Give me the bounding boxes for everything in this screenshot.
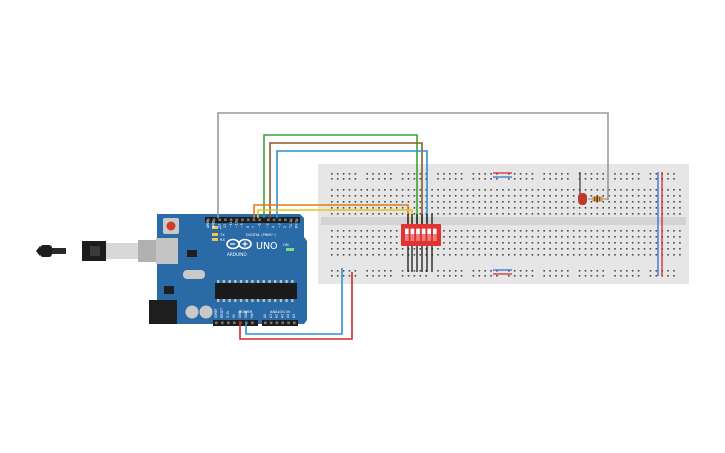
- analog-pin-label: A0: [263, 314, 267, 318]
- analog-pin-label: A2: [275, 314, 279, 318]
- power-jack: [149, 300, 177, 324]
- analog-header: [262, 320, 298, 326]
- digital-pin-label: 13: [217, 224, 221, 228]
- wire-blue-gnd: [245, 268, 343, 335]
- digital-pin-label: ~11: [229, 221, 233, 228]
- atmega-chip: [215, 283, 297, 299]
- usb-port: [156, 238, 178, 264]
- wire-brown: [269, 142, 423, 224]
- digital-pin-label: TX 1: [289, 221, 293, 229]
- analog-pin-label: A3: [280, 314, 284, 318]
- wire-red: [239, 272, 353, 340]
- board-model: UNO: [256, 241, 278, 252]
- digital-pin-label: ~10: [235, 221, 239, 228]
- capacitor-1: [185, 305, 199, 319]
- led-label-l: L: [220, 226, 222, 230]
- power-label: POWER: [239, 310, 253, 314]
- led[interactable]: [578, 172, 587, 205]
- digital-pin-label: 12: [223, 224, 227, 228]
- digital-label: DIGITAL (PWM~): [246, 233, 276, 237]
- capacitor-2: [199, 305, 213, 319]
- power-pin-label: IOREF: [214, 308, 218, 318]
- digital-pin-label: ~9: [240, 223, 244, 228]
- led-tx: [212, 233, 218, 236]
- digital-header: [205, 217, 300, 223]
- analog-pin-label: A4: [286, 314, 290, 318]
- power-pin-label: RESET: [220, 308, 224, 318]
- led-l: [212, 226, 218, 229]
- on-label: ON: [283, 243, 289, 247]
- led-label-rx: RX: [220, 238, 225, 242]
- digital-pin-label: ~5: [266, 223, 270, 228]
- digital-pin-label: ~3: [277, 223, 281, 228]
- digital-pin-label: 4: [272, 226, 276, 228]
- power-pin-label: GND: [244, 310, 248, 318]
- crystal: [183, 270, 205, 279]
- digital-pin-label: RX 0: [295, 221, 299, 228]
- arduino-uno-board[interactable]: L TX RX ON UNO ARDUINO DIGITAL (PWM~) PO…: [149, 214, 307, 326]
- board-brand: ARDUINO: [227, 252, 247, 257]
- power-pin-label: 3.3V: [226, 310, 230, 318]
- power-pin-label: Vin: [250, 313, 254, 318]
- led-on: [286, 248, 294, 251]
- digital-pin-label: AREF: [206, 220, 210, 228]
- digital-pin-label: 2: [283, 226, 287, 228]
- digital-pin-label: GND: [212, 220, 216, 228]
- analog-pin-label: A1: [269, 314, 273, 318]
- power-pin-label: GND: [238, 310, 242, 318]
- wire-blue: [276, 150, 428, 224]
- arduino-logo-icon: [226, 238, 252, 250]
- analog-label: ANALOG IN: [270, 310, 290, 314]
- analog-pin-label: A5: [292, 314, 296, 318]
- digital-pin-label: 8: [246, 226, 250, 228]
- led-label-tx: TX: [219, 233, 225, 237]
- power-pin-label: 5V: [232, 313, 236, 318]
- breadboard: [318, 164, 689, 284]
- usb-cable[interactable]: [36, 240, 158, 262]
- wire-gray: [217, 112, 609, 218]
- led-rx: [212, 238, 218, 241]
- digital-pin-label: 7: [252, 226, 256, 228]
- dip-switch[interactable]: [401, 214, 441, 272]
- breadboard-center-channel: [321, 217, 686, 225]
- digital-pin-label: ~6: [257, 223, 261, 228]
- wire-green: [263, 134, 418, 224]
- resistor[interactable]: [588, 196, 608, 202]
- chip-legs: [217, 280, 294, 302]
- digital-pin-slots: [207, 218, 299, 222]
